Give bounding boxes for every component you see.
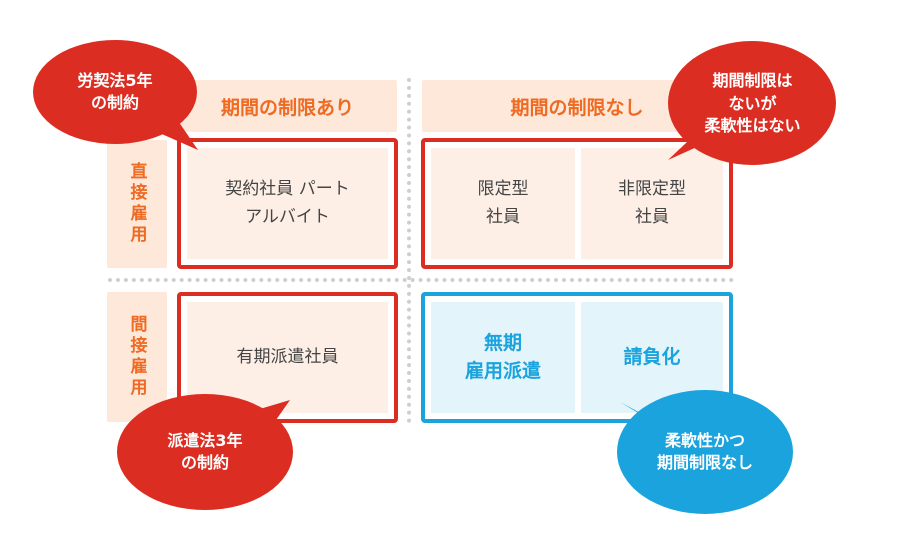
box-direct-unlimited: 限定型 社員 非限定型 社員 (421, 138, 733, 269)
row-label-indirect: 間接雇用 (107, 292, 167, 422)
row-label-direct: 直接雇用 (107, 140, 167, 268)
cell-contract-parttime: 契約社員 パート アルバイト (187, 148, 388, 259)
cell-unlimited-regular: 非限定型 社員 (581, 148, 723, 259)
bubble-labor-contract-text: 労契法5年 の制約 (77, 70, 153, 112)
box-direct-limited: 契約社員 パート アルバイト (177, 138, 398, 269)
bubble-dispatch-law-text: 派遣法3年 の制約 (167, 430, 243, 472)
bubble-dispatch-law-shape (117, 394, 293, 510)
bubble-flexible-text: 柔軟性かつ 期間制限なし (656, 430, 753, 472)
bubble-no-limit-text: 期間制限は ないが 柔軟性はない (704, 71, 801, 136)
horizontal-divider (108, 278, 734, 282)
bubble-flexible-shape (617, 390, 793, 514)
column-header-limited: 期間の制限あり (178, 80, 397, 132)
cell-indefinite-dispatch: 無期 雇用派遣 (431, 302, 575, 413)
vertical-divider (407, 78, 411, 423)
bubble-no-limit-shape (668, 41, 836, 165)
cell-limited-regular: 限定型 社員 (431, 148, 575, 259)
cell-fixed-dispatch: 有期派遣社員 (187, 302, 388, 413)
bubble-labor-contract-shape (33, 40, 198, 150)
